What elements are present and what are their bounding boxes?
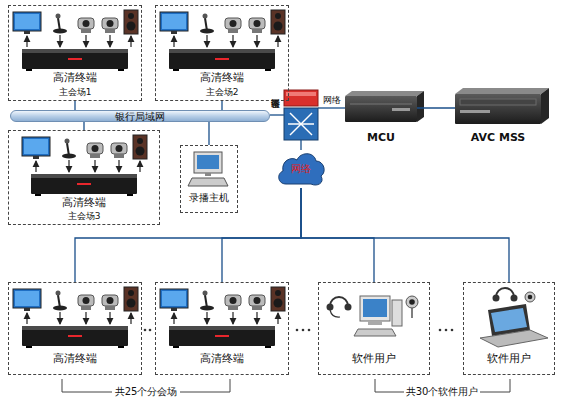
webcam-lens <box>409 299 415 305</box>
node-label: 高清终端 <box>9 72 141 83</box>
venue-equipment <box>160 10 285 71</box>
webcam <box>525 292 535 302</box>
headset <box>330 297 348 306</box>
headset-ear <box>345 304 352 311</box>
node-label: MCU <box>345 132 417 143</box>
node-label: 软件用户 <box>464 353 554 364</box>
network-link <box>270 114 284 115</box>
pc-stand <box>368 321 382 325</box>
switch-symbol <box>288 123 314 125</box>
venue-box: 高清终端 <box>155 282 289 375</box>
ellipsis-dot <box>308 329 311 332</box>
network-link <box>83 122 84 130</box>
ellipsis-dot <box>144 329 147 332</box>
server-device: AVC MSS <box>455 92 541 124</box>
link-label: 网络 <box>323 96 341 105</box>
mcu-device: MCU <box>345 94 417 122</box>
server-top <box>455 88 549 94</box>
ellipsis-dot <box>302 329 305 332</box>
venue-equipment <box>13 10 138 71</box>
venue-box: 高清终端主会场1 <box>8 5 142 101</box>
ellipsis-dot <box>451 329 454 332</box>
node-label: 银行局域网 <box>11 112 269 122</box>
recorder-box: 录播主机 <box>180 145 238 213</box>
venue-equipment <box>22 135 147 196</box>
node-label: 高清终端 <box>9 197 159 208</box>
node-label: 主会场2 <box>156 88 288 97</box>
server-panel <box>460 99 536 105</box>
switch-body <box>284 108 318 140</box>
laptop-screen <box>491 308 527 332</box>
headset-ear <box>493 295 500 302</box>
network-link <box>301 188 509 282</box>
headset-ear <box>511 295 518 302</box>
group-count-label: 共25个分会场 <box>115 387 178 397</box>
pc-stand <box>205 173 211 176</box>
router-body <box>284 90 318 106</box>
mcu-top <box>345 91 424 96</box>
pc-keyboard <box>188 178 228 186</box>
node-label: AVC MSS <box>455 132 541 143</box>
network-link <box>208 122 209 145</box>
pc-monitor <box>194 152 222 173</box>
headset-ear <box>327 304 334 311</box>
ellipsis-dot <box>445 329 448 332</box>
pc-monitor <box>360 296 390 321</box>
venue-box: 高清终端主会场3 <box>8 130 160 225</box>
node-label: 主会场3 <box>9 212 159 221</box>
node-label: 网络 <box>276 164 326 174</box>
webcam <box>406 296 418 308</box>
pc-keyboard <box>354 329 396 336</box>
ellipsis-dot <box>296 329 299 332</box>
pc-screen <box>363 299 387 317</box>
router-highlight <box>286 92 316 96</box>
group-count-label: 共30个软件用户 <box>406 387 479 397</box>
user-box: 软件用户 <box>463 282 555 375</box>
network-device: 网络设备 <box>284 90 318 140</box>
node-label: 主会场1 <box>9 88 141 97</box>
network-link <box>222 188 301 282</box>
pc-screen <box>197 155 219 169</box>
node-label: 录播主机 <box>181 193 237 203</box>
mcu-slot <box>392 108 410 111</box>
webcam-stand <box>411 308 413 318</box>
venue-box: 高清终端主会场2 <box>155 5 289 101</box>
headset <box>496 288 514 297</box>
network-link <box>300 140 301 150</box>
laptop-base <box>480 330 548 347</box>
pc-tower <box>392 300 402 326</box>
headset-mic <box>330 310 340 317</box>
network-link <box>74 101 75 110</box>
mcu-panel <box>350 104 412 105</box>
user-box: 软件用户 <box>318 282 430 375</box>
node-label: 高清终端 <box>156 353 288 364</box>
mcu-side <box>417 91 424 122</box>
node-label: 软件用户 <box>319 353 429 364</box>
ellipsis-dot <box>149 329 152 332</box>
venue-box: 高清终端 <box>8 282 142 375</box>
ellipsis-dot <box>439 329 442 332</box>
server-side <box>541 88 549 124</box>
network-link <box>221 101 222 110</box>
network-link <box>301 188 374 282</box>
network-link <box>417 107 455 108</box>
server-slot <box>460 110 490 113</box>
webcam-lens <box>528 295 533 300</box>
venue-equipment <box>13 287 138 348</box>
network-cloud: 网络 <box>276 150 326 188</box>
mcu-body <box>345 96 417 122</box>
network-link <box>318 107 345 108</box>
lan-band: 银行局域网 <box>10 110 270 122</box>
venue-equipment <box>160 287 285 348</box>
network-link <box>75 188 301 282</box>
node-label: 高清终端 <box>156 72 288 83</box>
node-label: 高清终端 <box>9 353 141 364</box>
server-body <box>455 94 541 124</box>
